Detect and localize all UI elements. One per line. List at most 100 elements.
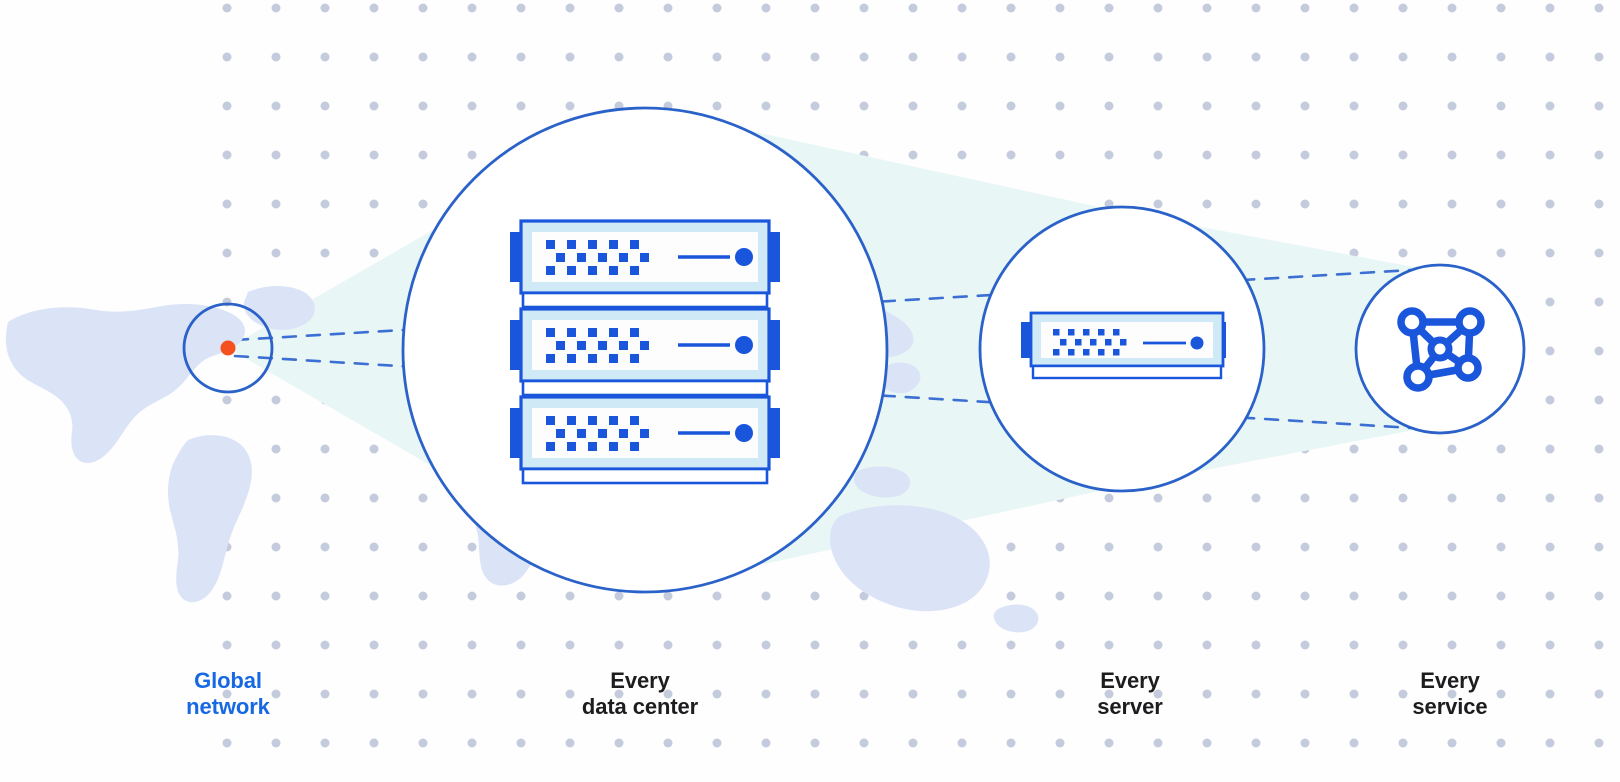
grid-dot: [1251, 591, 1261, 601]
grid-dot: [859, 640, 869, 650]
grid-dot: [1545, 52, 1555, 62]
grid-dot: [1104, 640, 1114, 650]
grid-dot: [467, 738, 477, 748]
grid-dot: [1251, 101, 1261, 111]
grid-dot: [859, 738, 869, 748]
grid-dot: [1349, 738, 1359, 748]
grid-dot: [565, 52, 575, 62]
grid-dot: [1300, 150, 1310, 160]
grid-dot: [1545, 444, 1555, 454]
grid-dot: [1398, 150, 1408, 160]
grid-dot: [1496, 640, 1506, 650]
grid-dot: [663, 591, 673, 601]
grid-dot: [271, 640, 281, 650]
grid-dot: [810, 591, 820, 601]
grid-dot: [222, 52, 232, 62]
grid-dot: [1006, 3, 1016, 13]
grid-dot: [1104, 493, 1114, 503]
grid-dot: [418, 101, 428, 111]
grid-dot: [1545, 248, 1555, 258]
grid-dot: [222, 199, 232, 209]
grid-dot: [320, 444, 330, 454]
grid-dot: [663, 689, 673, 699]
grid-dot: [663, 3, 673, 13]
grid-dot: [1398, 542, 1408, 552]
grid-dot: [1300, 542, 1310, 552]
grid-dot: [810, 3, 820, 13]
grid-dot: [1545, 493, 1555, 503]
grid-dot: [1545, 346, 1555, 356]
grid-dot: [369, 640, 379, 650]
grid-dot: [369, 542, 379, 552]
grid-dot: [761, 689, 771, 699]
grid-dot: [320, 248, 330, 258]
grid-dot: [1447, 591, 1457, 601]
grid-dot: [1398, 689, 1408, 699]
grid-dot: [1349, 52, 1359, 62]
grid-dot: [1594, 738, 1604, 748]
grid-dot: [320, 591, 330, 601]
grid-dot: [1006, 542, 1016, 552]
single-server-dot-matrix: [1053, 329, 1127, 356]
grid-dot: [761, 591, 771, 601]
grid-dot: [1300, 52, 1310, 62]
grid-dot: [614, 738, 624, 748]
grid-dot: [1349, 542, 1359, 552]
grid-dot: [1594, 150, 1604, 160]
single-server-icon: [1021, 311, 1226, 380]
grid-dot: [1055, 738, 1065, 748]
grid-dot: [1496, 150, 1506, 160]
map-active-location-dot: [220, 340, 236, 356]
grid-dot: [516, 689, 526, 699]
grid-dot: [761, 52, 771, 62]
grid-dot: [1349, 591, 1359, 601]
grid-dot: [1055, 591, 1065, 601]
grid-dot: [1594, 689, 1604, 699]
grid-dot: [1104, 150, 1114, 160]
grid-dot: [1202, 689, 1212, 699]
grid-dot: [320, 542, 330, 552]
grid-dot: [271, 493, 281, 503]
grid-dot: [369, 738, 379, 748]
grid-dot: [908, 738, 918, 748]
grid-dot: [908, 150, 918, 160]
grid-dot: [320, 738, 330, 748]
grid-dot: [1594, 346, 1604, 356]
grid-dot: [271, 591, 281, 601]
grid-dot: [663, 52, 673, 62]
grid-dot: [1251, 542, 1261, 552]
grid-dot: [1202, 640, 1212, 650]
label-every-service: Every service: [1412, 668, 1488, 719]
grid-dot: [320, 101, 330, 111]
grid-dot: [1055, 150, 1065, 160]
server-stage: [978, 205, 1266, 493]
grid-dot: [1594, 395, 1604, 405]
grid-dot: [271, 101, 281, 111]
grid-dot: [1153, 493, 1163, 503]
grid-dot: [222, 248, 232, 258]
grid-dot: [516, 591, 526, 601]
label-every-server: Every server: [1097, 668, 1163, 719]
grid-dot: [712, 591, 722, 601]
grid-dot: [1594, 3, 1604, 13]
grid-dot: [1496, 444, 1506, 454]
grid-dot: [1300, 493, 1310, 503]
grid-dot: [1594, 493, 1604, 503]
grid-dot: [1104, 542, 1114, 552]
grid-dot: [271, 738, 281, 748]
grid-dot: [1594, 101, 1604, 111]
grid-dot: [1398, 444, 1408, 454]
grid-dot: [761, 738, 771, 748]
grid-dot: [418, 542, 428, 552]
grid-dot: [1349, 689, 1359, 699]
grid-dot: [712, 101, 722, 111]
grid-dot: [1055, 640, 1065, 650]
grid-dot: [467, 3, 477, 13]
grid-dot: [418, 591, 428, 601]
grid-dot: [467, 150, 477, 160]
grid-dot: [467, 689, 477, 699]
grid-dot: [1153, 591, 1163, 601]
grid-dot: [1006, 591, 1016, 601]
grid-dot: [1594, 542, 1604, 552]
